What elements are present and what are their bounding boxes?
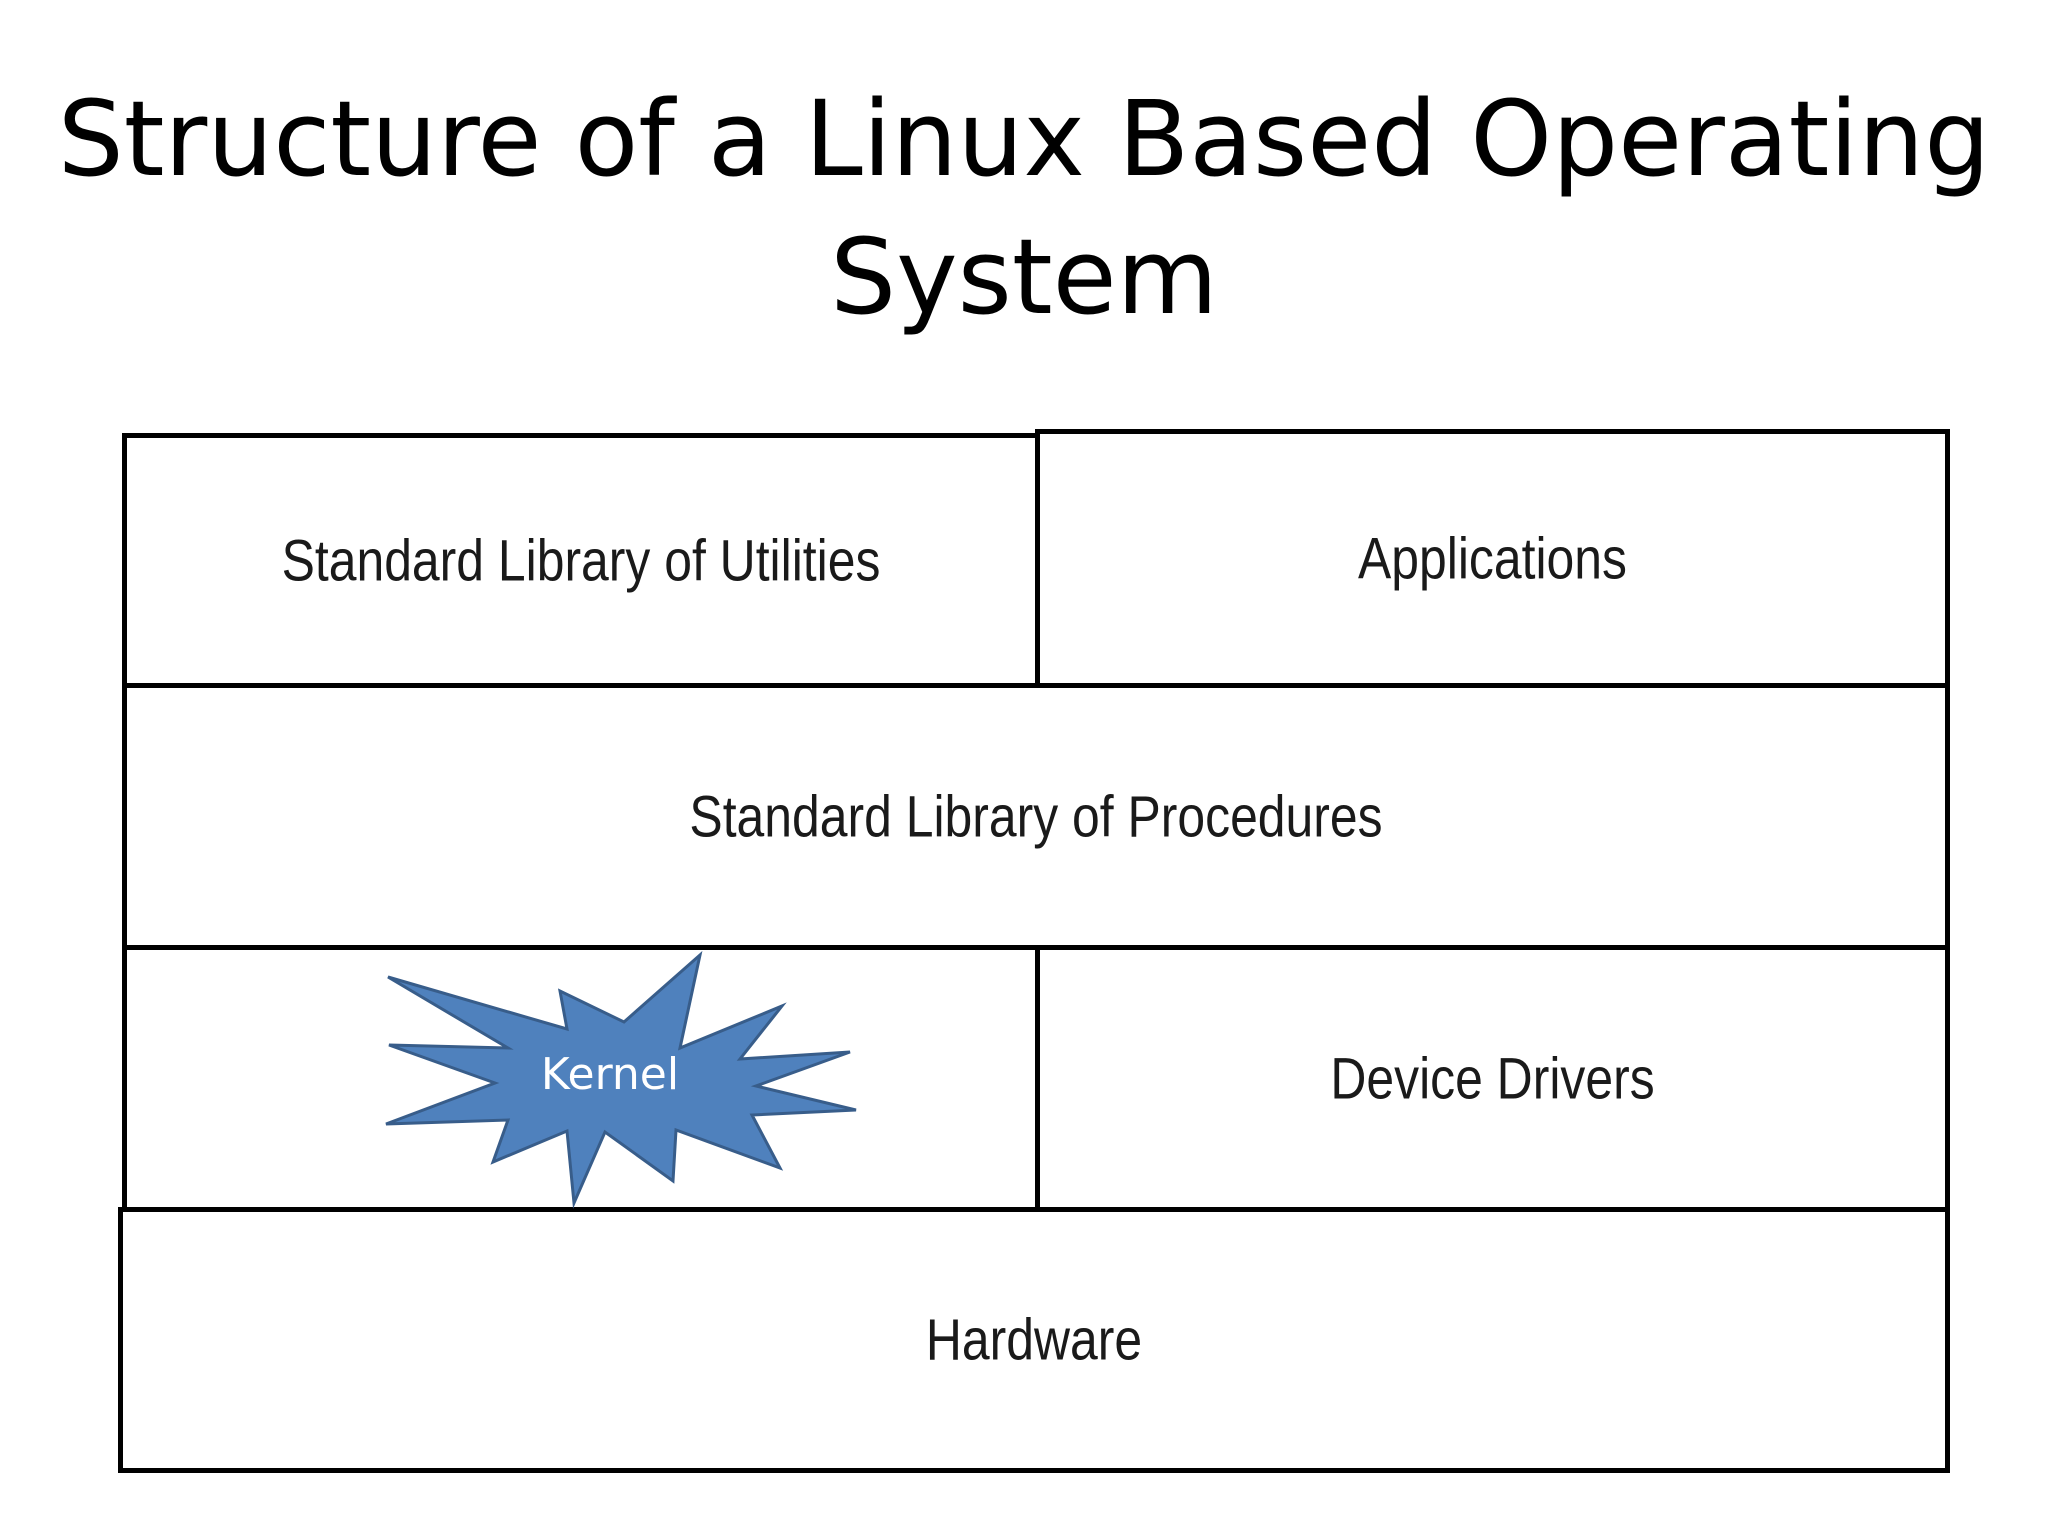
utilities-label: Standard Library of Utilities xyxy=(281,528,881,593)
device-drivers-label: Device Drivers xyxy=(1330,1046,1655,1111)
utilities-box: Standard Library of Utilities xyxy=(122,433,1040,688)
kernel-burst-shape xyxy=(385,950,857,1209)
procedures-label: Standard Library of Procedures xyxy=(689,784,1383,849)
slide-title: Structure of a Linux Based Operating Sys… xyxy=(57,78,1991,338)
applications-box: Applications xyxy=(1035,429,1950,688)
kernel-label: Kernel xyxy=(541,1049,679,1100)
hardware-label: Hardware xyxy=(925,1307,1143,1373)
applications-label: Applications xyxy=(1358,526,1627,591)
hardware-box: Hardware xyxy=(118,1207,1950,1473)
device-drivers-box: Device Drivers xyxy=(1035,945,1950,1212)
